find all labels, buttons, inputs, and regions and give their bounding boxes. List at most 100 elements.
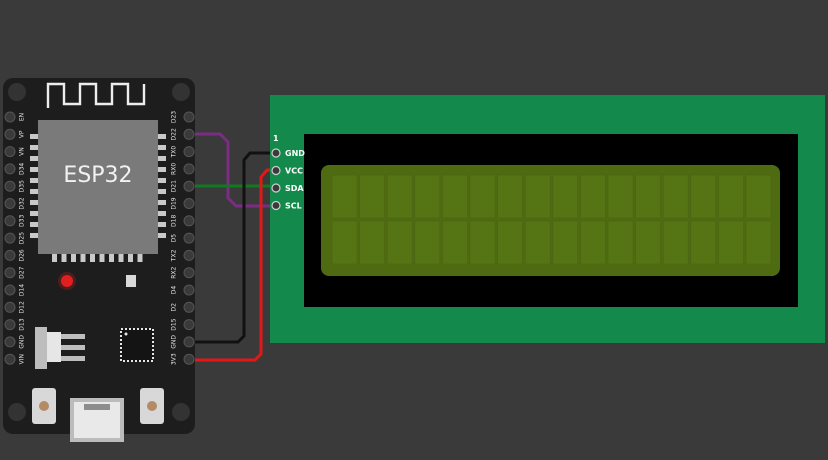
pin-right-d21[interactable]: D21 [171,180,195,192]
pin-hole [183,180,195,192]
pin-left-d32[interactable]: D32 [4,197,26,210]
pin-hole [183,215,195,227]
pin-right-3v3[interactable]: 3V3 [171,353,195,365]
pin-hole [183,336,195,348]
lcd-pin-vcc[interactable]: VCC [271,165,303,176]
pin-right-rx2[interactable]: RX2 [171,266,195,279]
pin-label: D12 [19,301,26,313]
module-pad [158,178,166,183]
pin-left-gnd[interactable]: GND [4,335,26,349]
pin-hole [183,301,195,313]
lcd-cell [580,174,606,219]
lcd-cell [442,220,468,265]
module-pad [158,145,166,150]
lcd-cell [524,220,551,265]
module-pad [30,189,38,194]
pin-right-gnd[interactable]: GND [171,335,195,349]
pin-hole [4,146,16,158]
lcd-cell [580,220,606,265]
pin-right-tx2[interactable]: TX2 [171,249,195,262]
lcd-pin-label: SDA [285,184,304,193]
lcd-cell [607,174,634,219]
lcd-character-cells [331,174,772,265]
pin-hole [4,128,16,140]
pin-left-d14[interactable]: D14 [4,284,26,296]
module-pad [158,167,166,172]
pin-left-vn[interactable]: VN [4,146,26,158]
lcd-cell [524,174,551,219]
pin-right-d22[interactable]: D22 [171,128,195,140]
pin-hole [183,128,195,140]
lcd-pin-scl[interactable]: SCL [271,200,302,211]
pin-right-d4[interactable]: D4 [171,284,195,296]
pin-left-d25[interactable]: D25 [4,232,26,244]
pin-right-d5[interactable]: D5 [171,232,195,244]
module-pad [61,254,67,262]
lcd-cell [745,174,772,219]
lcd-pin-gnd[interactable]: GND [271,148,305,158]
pin-right-rx0[interactable]: RX0 [171,163,195,175]
pin-hole [4,215,16,227]
pin-hole [183,249,195,261]
pin-left-d34[interactable]: D34 [4,163,26,175]
pin-left-d33[interactable]: D33 [4,214,26,227]
pin-left-d26[interactable]: D26 [4,249,26,262]
esp32-board[interactable]: ESP32 [3,78,195,442]
pin-right-d18[interactable]: D18 [171,214,195,227]
pin-label: D26 [19,249,26,261]
esp32-module [38,120,158,254]
pin-label: 3V3 [171,353,178,365]
antenna-trace [46,82,146,108]
pin-label: RX2 [171,266,178,278]
pin-hole [183,232,195,244]
pin-left-d12[interactable]: D12 [4,301,26,313]
pin-hole [183,284,195,296]
module-pad [158,211,166,216]
lcd-cell [331,174,358,219]
wire-gnd-to-gnd[interactable] [187,151,278,344]
pin-label: D18 [171,214,178,226]
module-pad [30,156,38,161]
pin-left-vp[interactable]: VP [4,128,26,140]
pin-right-d15[interactable]: D15 [171,318,195,331]
lcd-cell [607,220,634,265]
pin-label: D33 [19,214,26,226]
boot-button[interactable] [140,388,164,424]
pin-left-d13[interactable]: D13 [4,318,26,331]
lcd-pin-label: VCC [285,167,303,176]
pin-left-d35[interactable]: D35 [4,180,26,192]
mount-hole [8,403,26,421]
pin-left-d27[interactable]: D27 [4,266,26,279]
pin-hole [4,163,16,175]
pin-right-d2[interactable]: D2 [171,301,195,313]
mount-hole [172,403,190,421]
pin-hole [183,267,195,279]
pin-right-tx0[interactable]: TX0 [171,146,195,159]
pin-right-d19[interactable]: D19 [171,197,195,210]
module-pad [52,254,57,262]
pin-label: D25 [19,232,26,244]
wire-d22-to-scl[interactable] [187,132,278,208]
module-pad [158,233,166,238]
en-button[interactable] [32,388,56,424]
pin-label: GND [19,335,26,349]
lcd-cell [414,220,441,265]
lcd-cell [552,174,579,219]
pin-hole [183,146,195,158]
lcd-cell [386,220,413,265]
wires [187,132,278,362]
lcd-cell [497,220,523,265]
pin-left-vin[interactable]: VIN [4,353,26,365]
lcd-pin-header: GND VCC SDA SCL [271,148,305,211]
pin-left-en[interactable]: EN [4,111,26,123]
wire-3v3-to-vcc[interactable] [187,168,278,362]
lcd-pin-sda[interactable]: SDA [271,183,304,193]
pin-hole [4,111,16,123]
pin-hole [271,183,281,193]
lcd-cell [690,220,717,265]
pin-right-d23[interactable]: D23 [171,111,195,123]
lcd-cell [414,174,441,219]
lcd-cell [662,174,689,219]
smd-component [126,275,136,287]
